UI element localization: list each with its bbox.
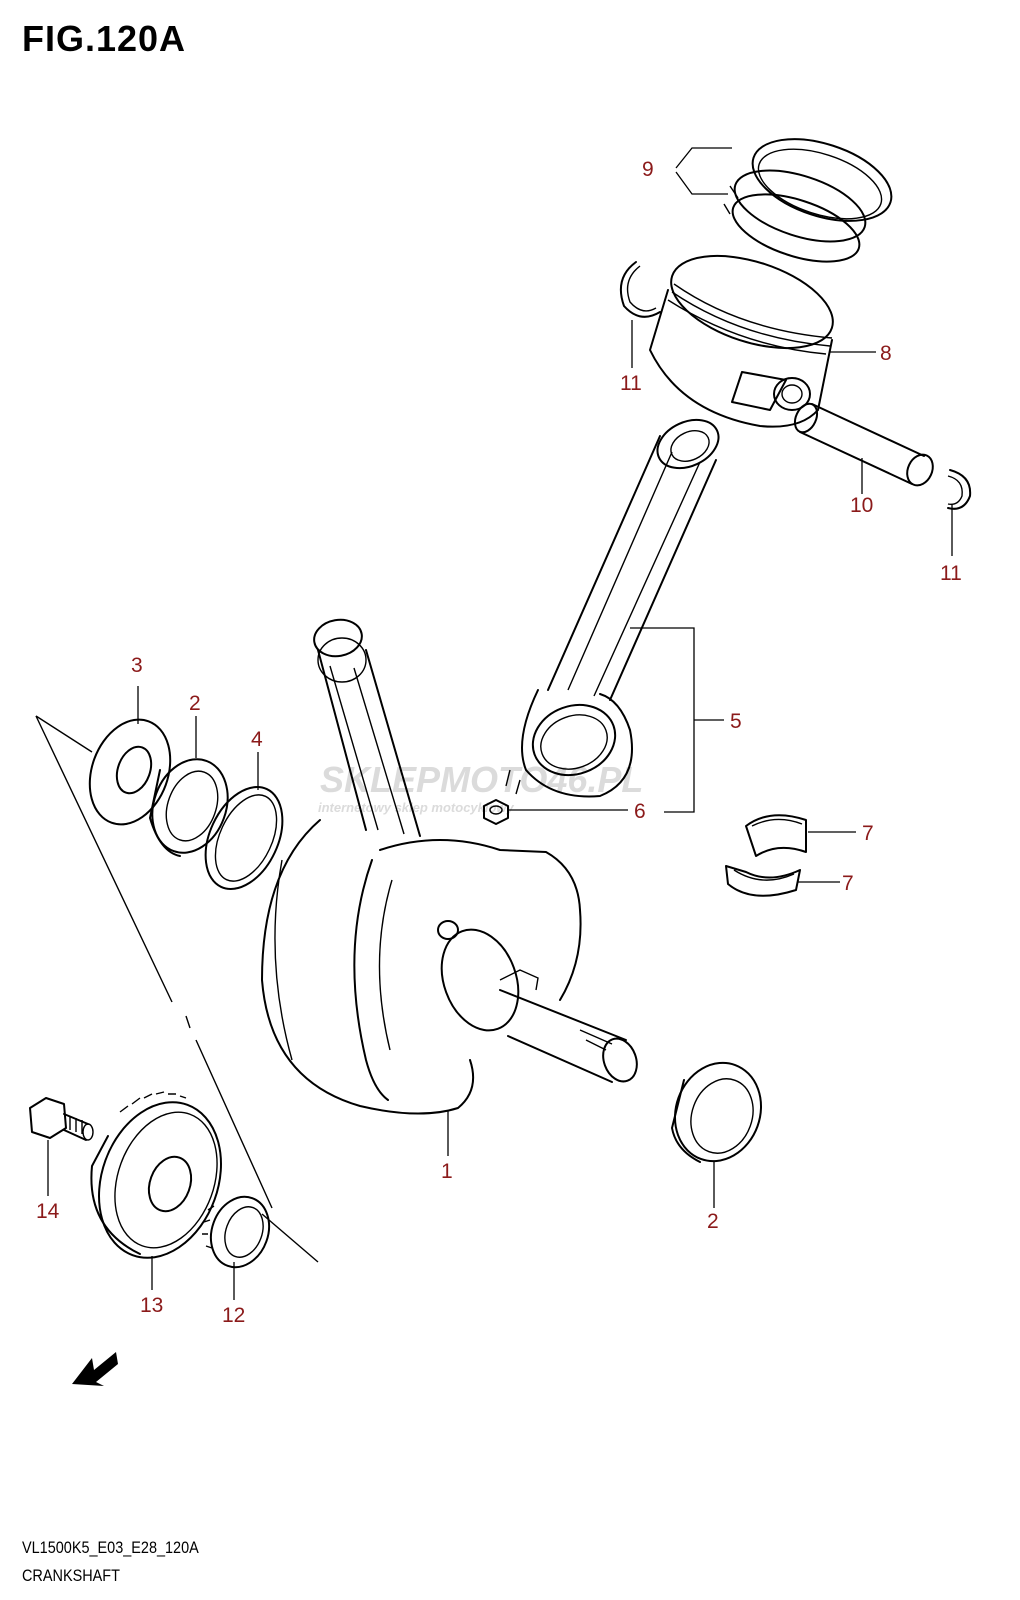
con-rod-bearing-lower	[725, 865, 801, 897]
figure-title: FIG.120A	[22, 18, 187, 59]
callout-14: 14	[36, 1200, 60, 1223]
callout-12: 12	[222, 1304, 245, 1327]
figure-name: CRANKSHAFT	[22, 1566, 120, 1585]
primary-gear	[90, 1091, 222, 1259]
callout-9: 9	[642, 158, 654, 181]
callout-11-left: 11	[620, 372, 642, 395]
callout-11-right: 11	[940, 562, 962, 585]
piston-pin	[793, 402, 934, 487]
needle-bearing	[202, 1195, 271, 1269]
callout-4: 4	[251, 728, 263, 751]
callout-10: 10	[850, 494, 873, 517]
callouts: 9 8 11 10 11 5 6 7 7 3 2 4 1 2 14 13 12	[36, 158, 962, 1327]
callout-13: 13	[140, 1294, 163, 1317]
callout-7-upper: 7	[862, 822, 874, 845]
con-rod-bearing-upper	[745, 814, 807, 857]
watermark: SKLEPMOTO46.PL internetowy sklep motocyk…	[318, 759, 643, 815]
figure-code: VL1500K5_E03_E28_120A	[22, 1538, 199, 1557]
thrust-washer	[88, 718, 172, 826]
piston-rings	[723, 138, 893, 263]
rod-nut	[483, 799, 509, 825]
crank-bearing-left	[149, 758, 229, 857]
watermark-tagline: internetowy sklep motocyklowy	[318, 800, 515, 815]
callout-2-left: 2	[189, 692, 201, 715]
callout-6: 6	[634, 800, 646, 823]
callout-7-lower: 7	[842, 872, 854, 895]
connecting-rod-lower	[313, 618, 421, 837]
front-direction-arrow-icon	[72, 1352, 118, 1386]
callout-2-right: 2	[707, 1210, 719, 1233]
crank-bearing-right	[671, 1061, 763, 1163]
callout-5: 5	[730, 710, 742, 733]
circlip-right	[947, 469, 972, 510]
assembly-reference-lines	[35, 715, 319, 1263]
connecting-rod-upper	[505, 418, 720, 798]
crankshaft	[261, 819, 638, 1115]
callout-1: 1	[441, 1160, 453, 1183]
callout-8: 8	[880, 342, 892, 365]
callout-3: 3	[131, 654, 143, 677]
circlip-left	[620, 261, 661, 318]
watermark-brand: SKLEPMOTO46.PL	[320, 759, 643, 800]
flange-bolt	[29, 1097, 94, 1141]
leader-lines	[47, 147, 953, 1300]
piston	[649, 254, 834, 428]
thrust-ring	[204, 785, 284, 891]
